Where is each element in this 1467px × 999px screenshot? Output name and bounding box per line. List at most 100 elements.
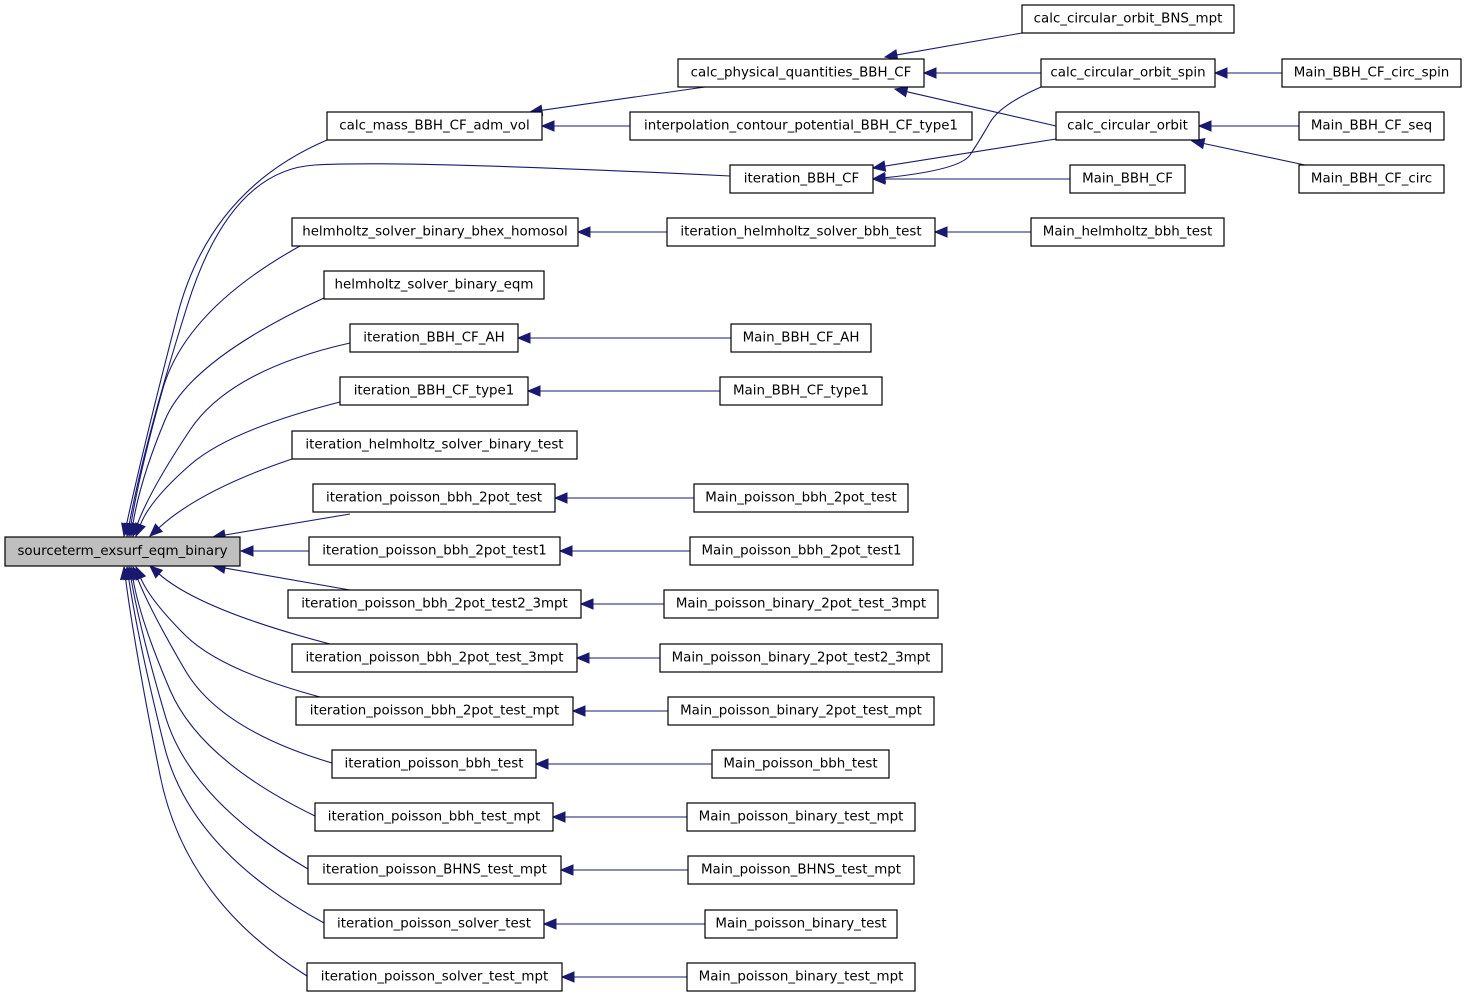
node-iteration-bbh-cf-ah[interactable]: iteration_BBH_CF_AH [349, 323, 519, 353]
node-label: Main_BBH_CF_circ [1311, 172, 1432, 187]
node-box[interactable] [730, 323, 872, 353]
node-label: iteration_poisson_bbh_2pot_test2_3mpt [301, 597, 568, 612]
edge-line [125, 578, 308, 977]
node-box[interactable] [711, 749, 890, 779]
node-main-poisson-binary-2pot-test-mpt[interactable]: Main_poisson_binary_2pot_test_mpt [667, 696, 935, 726]
node-label: Main_BBH_CF [1082, 172, 1173, 187]
node-main-poisson-binary-test[interactable]: Main_poisson_binary_test [704, 909, 898, 939]
node-box[interactable] [307, 855, 562, 885]
node-box[interactable] [659, 643, 943, 673]
node-box[interactable] [1021, 4, 1235, 34]
node-main-poisson-binary-test-mpt[interactable]: Main_poisson_binary_test_mpt [686, 962, 916, 992]
node-box[interactable] [1055, 111, 1200, 141]
node-helmholtz-solver-binary-eqm[interactable]: helmholtz_solver_binary_eqm [323, 270, 545, 300]
node-main-helmholtz-bbh-test[interactable]: Main_helmholtz_bbh_test [1030, 217, 1225, 247]
node-box[interactable] [1040, 58, 1216, 88]
node-box[interactable] [629, 111, 973, 141]
node-box[interactable] [314, 802, 554, 832]
node-box[interactable] [719, 376, 883, 406]
node-iteration-helmholtz-solver-bbh-test[interactable]: iteration_helmholtz_solver_bbh_test [666, 217, 936, 247]
node-box[interactable] [1298, 164, 1445, 194]
node-box[interactable] [686, 802, 916, 832]
node-helmholtz-solver-binary-bhex-homosol[interactable]: helmholtz_solver_binary_bhex_homosol [291, 217, 579, 247]
node-main-poisson-binary-2pot-test-3mpt[interactable]: Main_poisson_binary_2pot_test_3mpt [663, 589, 939, 619]
node-main-poisson-binary-2pot-test2-3mpt[interactable]: Main_poisson_binary_2pot_test2_3mpt [659, 643, 943, 673]
node-box[interactable] [331, 749, 537, 779]
node-main-poisson-bbh-test[interactable]: Main_poisson_bbh_test [711, 749, 890, 779]
node-label: iteration_poisson_bbh_2pot_test [326, 491, 542, 506]
node-box[interactable] [349, 323, 519, 353]
edge-n28-to-n27 [575, 652, 660, 664]
root-node[interactable]: sourceterm_exsurf_eqm_binary [4, 536, 241, 567]
edge-n40-to-n39 [560, 971, 687, 983]
node-iteration-poisson-bbh-2pot-test-3mpt[interactable]: iteration_poisson_bbh_2pot_test_3mpt [291, 643, 578, 673]
node-box[interactable] [666, 217, 936, 247]
node-box[interactable] [312, 483, 556, 513]
node-box[interactable] [1030, 217, 1225, 247]
node-box[interactable] [4, 536, 241, 567]
node-box[interactable] [308, 536, 561, 566]
node-box[interactable] [677, 58, 925, 88]
node-box[interactable] [291, 217, 579, 247]
node-box[interactable] [1069, 164, 1186, 194]
node-iteration-poisson-bbh-test-mpt[interactable]: iteration_poisson_bbh_test_mpt [314, 802, 554, 832]
node-box[interactable] [663, 589, 939, 619]
node-label: iteration_poisson_bbh_2pot_test_mpt [310, 704, 560, 719]
edge-line [126, 139, 328, 525]
arrowhead [534, 758, 549, 770]
node-box[interactable] [1298, 111, 1445, 141]
node-main-bbh-cf-ah[interactable]: Main_BBH_CF_AH [730, 323, 872, 353]
node-main-poisson-binary-test-mpt[interactable]: Main_poisson_binary_test_mpt [686, 802, 916, 832]
node-main-bbh-cf-circ[interactable]: Main_BBH_CF_circ [1298, 164, 1445, 194]
node-iteration-poisson-solver-test-mpt[interactable]: iteration_poisson_solver_test_mpt [306, 962, 563, 992]
node-box[interactable] [687, 855, 915, 885]
node-iteration-poisson-bbh-2pot-test[interactable]: iteration_poisson_bbh_2pot_test [312, 483, 556, 513]
node-iteration-helmholtz-solver-binary-test[interactable]: iteration_helmholtz_solver_binary_test [291, 430, 578, 460]
arrowhead [576, 226, 591, 238]
node-box[interactable] [287, 589, 582, 619]
node-box[interactable] [1281, 58, 1462, 88]
node-main-bbh-cf-seq[interactable]: Main_BBH_CF_seq [1298, 111, 1445, 141]
node-box[interactable] [323, 909, 545, 939]
edge-n6-to-n10 [871, 138, 1057, 172]
node-calc-mass-bbh-cf-adm-vol[interactable]: calc_mass_BBH_CF_adm_vol [326, 111, 543, 141]
node-main-bbh-cf-circ-spin[interactable]: Main_BBH_CF_circ_spin [1281, 58, 1462, 88]
edge-n34-to-n33 [551, 811, 687, 823]
edge-n14-to-n13 [933, 226, 1031, 238]
node-calc-circular-orbit-bns-mpt[interactable]: calc_circular_orbit_BNS_mpt [1021, 4, 1235, 34]
node-iteration-poisson-bbh-2pot-test-mpt[interactable]: iteration_poisson_bbh_2pot_test_mpt [295, 696, 574, 726]
node-main-bbh-cf[interactable]: Main_BBH_CF [1069, 164, 1186, 194]
node-label: iteration_poisson_bbh_test_mpt [328, 810, 540, 825]
node-box[interactable] [339, 376, 529, 406]
node-iteration-poisson-bhns-test-mpt[interactable]: iteration_poisson_BHNS_test_mpt [307, 855, 562, 885]
node-box[interactable] [323, 270, 545, 300]
node-iteration-poisson-bbh-test[interactable]: iteration_poisson_bbh_test [331, 749, 537, 779]
arrowhead [542, 918, 557, 930]
node-box[interactable] [667, 696, 935, 726]
node-main-poisson-bhns-test-mpt[interactable]: Main_poisson_BHNS_test_mpt [687, 855, 915, 885]
node-main-poisson-bbh-2pot-test1[interactable]: Main_poisson_bbh_2pot_test1 [689, 536, 914, 566]
node-iteration-poisson-bbh-2pot-test1[interactable]: iteration_poisson_bbh_2pot_test1 [308, 536, 561, 566]
node-box[interactable] [689, 536, 914, 566]
node-calc-circular-orbit[interactable]: calc_circular_orbit [1055, 111, 1200, 141]
node-box[interactable] [729, 164, 874, 194]
node-box[interactable] [291, 430, 578, 460]
node-interpolation-contour-potential-bbh-cf-type1[interactable]: interpolation_contour_potential_BBH_CF_t… [629, 111, 973, 141]
node-main-poisson-bbh-2pot-test[interactable]: Main_poisson_bbh_2pot_test [693, 483, 909, 513]
node-calc-circular-orbit-spin[interactable]: calc_circular_orbit_spin [1040, 58, 1216, 88]
node-box[interactable] [291, 643, 578, 673]
node-iteration-poisson-bbh-2pot-test2-3mpt[interactable]: iteration_poisson_bbh_2pot_test2_3mpt [287, 589, 582, 619]
node-box[interactable] [686, 962, 916, 992]
node-iteration-poisson-solver-test[interactable]: iteration_poisson_solver_test [323, 909, 545, 939]
node-box[interactable] [693, 483, 909, 513]
edge-line [130, 245, 301, 525]
node-box[interactable] [306, 962, 563, 992]
node-box[interactable] [326, 111, 543, 141]
node-iteration-bbh-cf-type1[interactable]: iteration_BBH_CF_type1 [339, 376, 529, 406]
node-main-bbh-cf-type1[interactable]: Main_BBH_CF_type1 [719, 376, 883, 406]
node-iteration-bbh-cf[interactable]: iteration_BBH_CF [729, 164, 874, 194]
node-box[interactable] [295, 696, 574, 726]
node-calc-physical-quantities-bbh-cf[interactable]: calc_physical_quantities_BBH_CF [677, 58, 925, 88]
node-box[interactable] [704, 909, 898, 939]
